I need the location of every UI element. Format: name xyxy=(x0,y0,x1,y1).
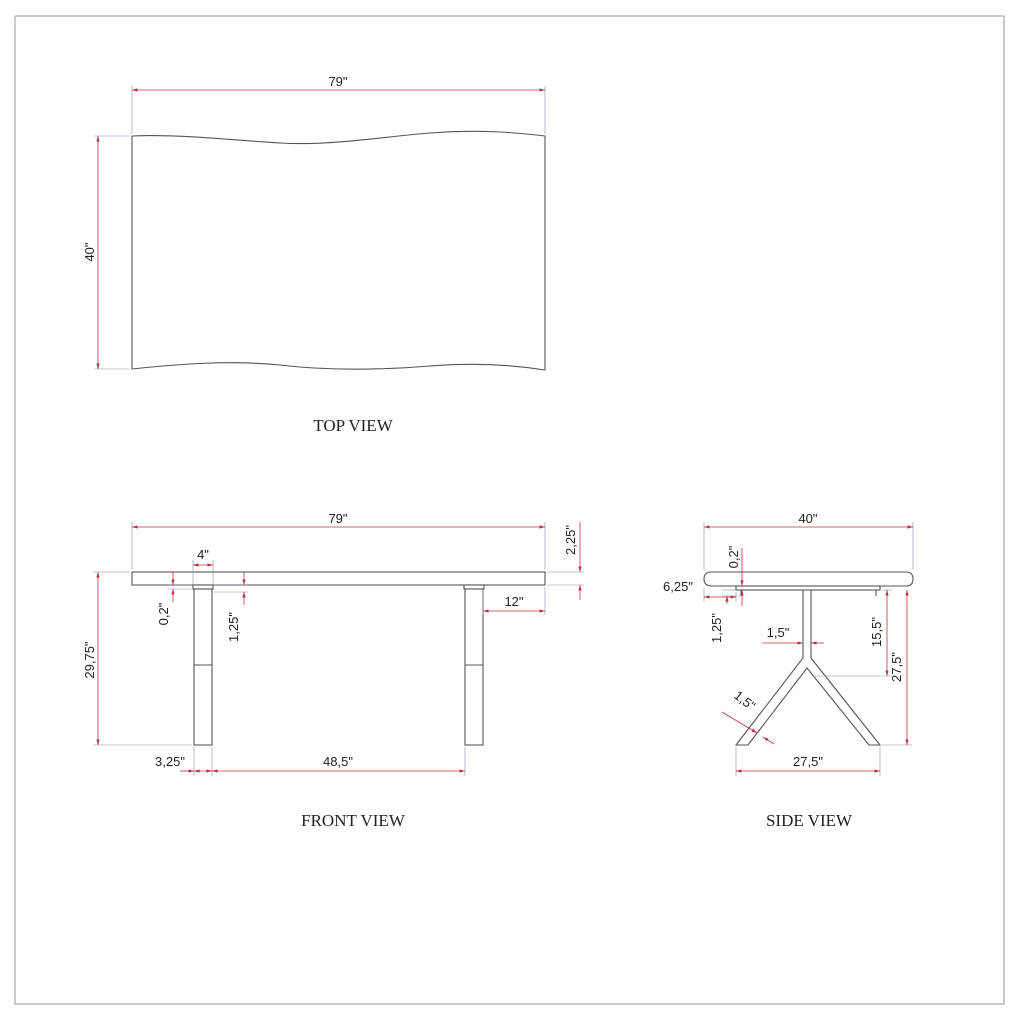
side-width-label: 40" xyxy=(798,511,817,526)
side-view-caption: SIDE VIEW xyxy=(766,811,853,830)
sheet-frame xyxy=(14,15,1005,1005)
front-view-caption: FRONT VIEW xyxy=(301,811,406,830)
leg-side-y xyxy=(734,589,882,746)
tabletop-outline-top xyxy=(131,130,546,371)
side-inset-label: 6,25" xyxy=(663,579,693,594)
overhang-label: 12" xyxy=(504,594,523,609)
top-view: 79" 40" TOP VIEW xyxy=(82,74,546,435)
front-view: 79" 2,25" 4" 0,2" 1,25" 12" 29,75" xyxy=(82,511,584,830)
plate-thickness-label: 0,2" xyxy=(156,602,171,625)
top-length-label: 79" xyxy=(328,74,347,89)
side-height-label: 27,5" xyxy=(889,652,904,682)
side-block-label: 1,25" xyxy=(709,613,724,643)
leg-front-left xyxy=(193,588,213,746)
top-view-caption: TOP VIEW xyxy=(313,416,393,435)
front-height-label: 29,75" xyxy=(82,641,97,679)
mount-plate-right xyxy=(463,584,485,590)
dim-line-leg-diagonal xyxy=(762,736,775,745)
leg-spacing-label: 48,5" xyxy=(323,754,353,769)
tabletop-side xyxy=(703,571,914,587)
plate-width-label: 4" xyxy=(197,547,209,562)
top-thickness-label: 2,25" xyxy=(563,525,578,555)
dim-line-leg-diagonal xyxy=(721,711,758,734)
front-length-label: 79" xyxy=(328,511,347,526)
foot-span-label: 27,5" xyxy=(793,754,823,769)
mount-rail-side xyxy=(735,585,881,591)
top-width-label: 40" xyxy=(82,242,97,261)
tabletop-front xyxy=(131,571,546,586)
mount-plate-left xyxy=(192,584,214,590)
leg-diagonal-label: 1,5" xyxy=(731,688,758,714)
upper-height-label: 15,5" xyxy=(869,617,884,647)
side-plate-thickness-label: 0,2" xyxy=(726,545,741,568)
leg-width-label: 3,25" xyxy=(155,754,185,769)
leg-front-right xyxy=(464,588,484,746)
post-width-label: 1,5" xyxy=(767,625,790,640)
leg-block-label: 1,25" xyxy=(226,612,241,642)
side-view: 40" 0,2" 6,25" 1,25" 1,5" 1,5" 15,5" 27, xyxy=(663,511,914,830)
